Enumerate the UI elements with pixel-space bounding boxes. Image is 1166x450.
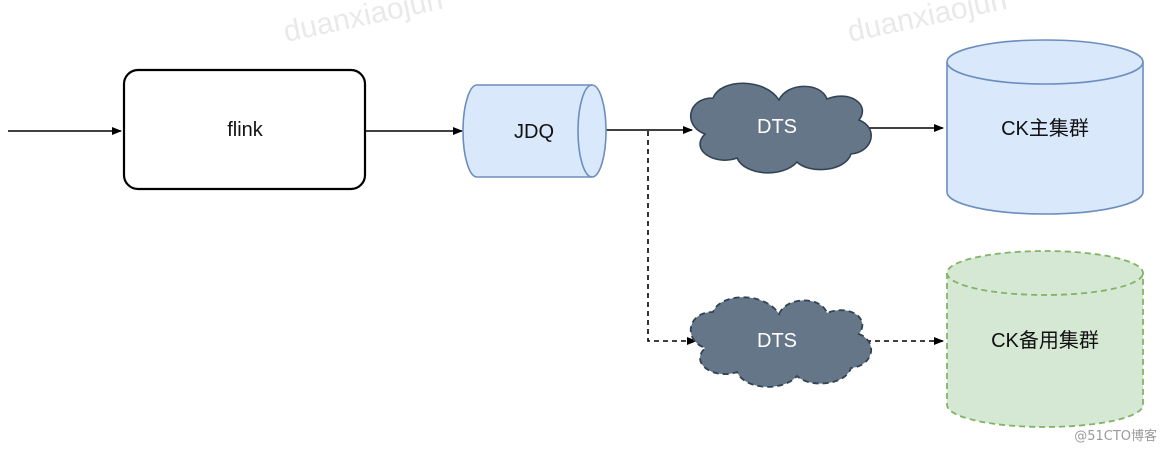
jdq-node-front-rim <box>577 84 593 178</box>
jdq-node[interactable]: JDQ <box>462 84 607 178</box>
watermark-group: duanxiaojun duanxiaojun <box>281 0 1010 49</box>
ck-primary-node[interactable]: CK主集群 <box>946 39 1144 215</box>
dts-primary-label: DTS <box>757 116 797 138</box>
dts-primary-node[interactable]: DTS <box>689 82 872 174</box>
ck-backup-cylinder-rim <box>946 272 1144 296</box>
dts-backup-label: DTS <box>757 330 797 352</box>
flink-node-shape <box>122 68 367 191</box>
watermark-text-right: duanxiaojun <box>845 0 1010 49</box>
ck-backup-label: CK备用集群 <box>991 329 1099 352</box>
ck-backup-node[interactable]: CK备用集群 <box>946 250 1144 428</box>
flink-node[interactable]: flink <box>122 68 367 191</box>
edges <box>8 124 944 345</box>
ck-primary-cylinder-rim <box>946 61 1144 85</box>
flink-node-label: flink <box>227 119 264 141</box>
jdq-node-label: JDQ <box>514 121 554 143</box>
watermark-text-left: duanxiaojun <box>281 0 446 49</box>
ck-primary-cylinder-body <box>946 39 1144 215</box>
ck-backup-cylinder-body <box>946 250 1144 428</box>
edge-jdq-to-dts-backup <box>647 131 697 345</box>
credit-text: @51CTO博客 <box>1074 428 1157 444</box>
ck-primary-label: CK主集群 <box>1001 117 1089 140</box>
dts-backup-node[interactable]: DTS <box>689 296 873 388</box>
